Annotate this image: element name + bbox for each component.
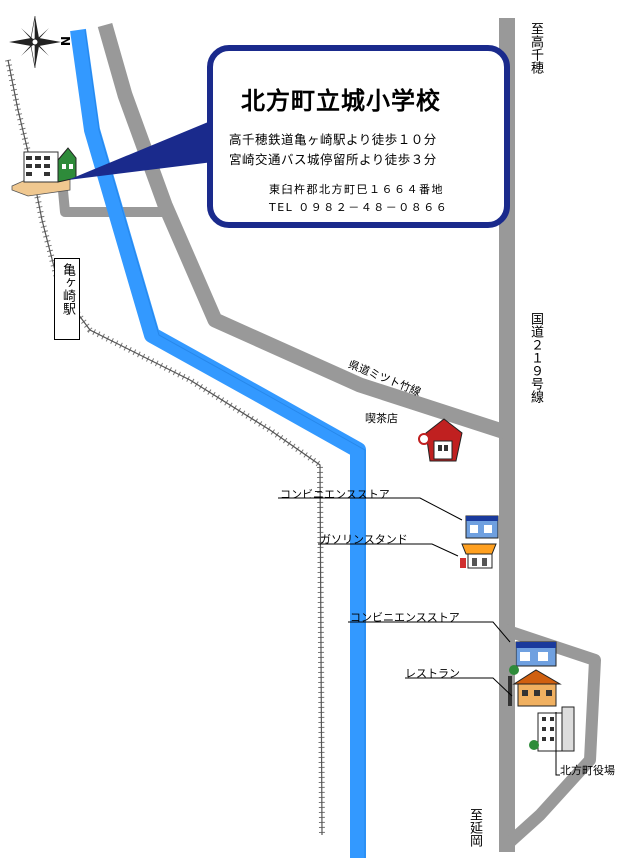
gas-station-label: ガソリンスタンド <box>320 533 408 546</box>
callout-pointer <box>68 120 213 180</box>
compass-north-label: N <box>58 35 73 47</box>
convenience-store-icon <box>465 515 499 539</box>
convenience-store-2-icon <box>509 641 557 675</box>
school-building-icon <box>11 147 77 197</box>
station-name: 亀ヶ崎駅 <box>60 263 75 315</box>
convenience-store-2-label: コンビニエンスストア <box>350 611 460 624</box>
compass-icon <box>9 15 61 69</box>
restaurant-label: レストラン <box>405 667 460 680</box>
route-219-label: 国道２１９号線 <box>528 312 543 403</box>
cafe-icon <box>418 418 463 462</box>
gas-station-icon <box>460 543 497 569</box>
town-hall-icon <box>529 706 575 752</box>
leader-lines <box>278 497 560 776</box>
convenience-store-label: コンビニエンスストア <box>280 488 390 501</box>
town-hall-label: 北方町役場 <box>560 764 615 777</box>
school-info-callout: 北方町立城小学校 高千穂鉄道亀ヶ崎駅より徒歩１０分 宮崎交通バス城停留所より徒歩… <box>207 45 510 228</box>
direction-nobeoka: 至延岡 <box>467 808 482 847</box>
access-train-text: 高千穂鉄道亀ヶ崎駅より徒歩１０分 <box>229 132 437 147</box>
cafe-label: 喫茶店 <box>365 412 398 425</box>
side-road <box>97 22 508 440</box>
direction-takachiho: 至高千穂 <box>528 22 543 74</box>
river <box>70 28 366 858</box>
station-sign: 亀ヶ崎駅 <box>54 258 80 340</box>
school-address: 東臼杵郡北方町巳１６６４番地 <box>269 183 444 196</box>
school-tel: TEL ０９８２－４８－０８６６ <box>269 201 449 214</box>
school-name: 北方町立城小学校 <box>241 87 441 115</box>
restaurant-icon <box>508 669 562 707</box>
loop-road <box>503 624 601 847</box>
access-bus-text: 宮崎交通バス城停留所より徒歩３分 <box>229 152 437 167</box>
